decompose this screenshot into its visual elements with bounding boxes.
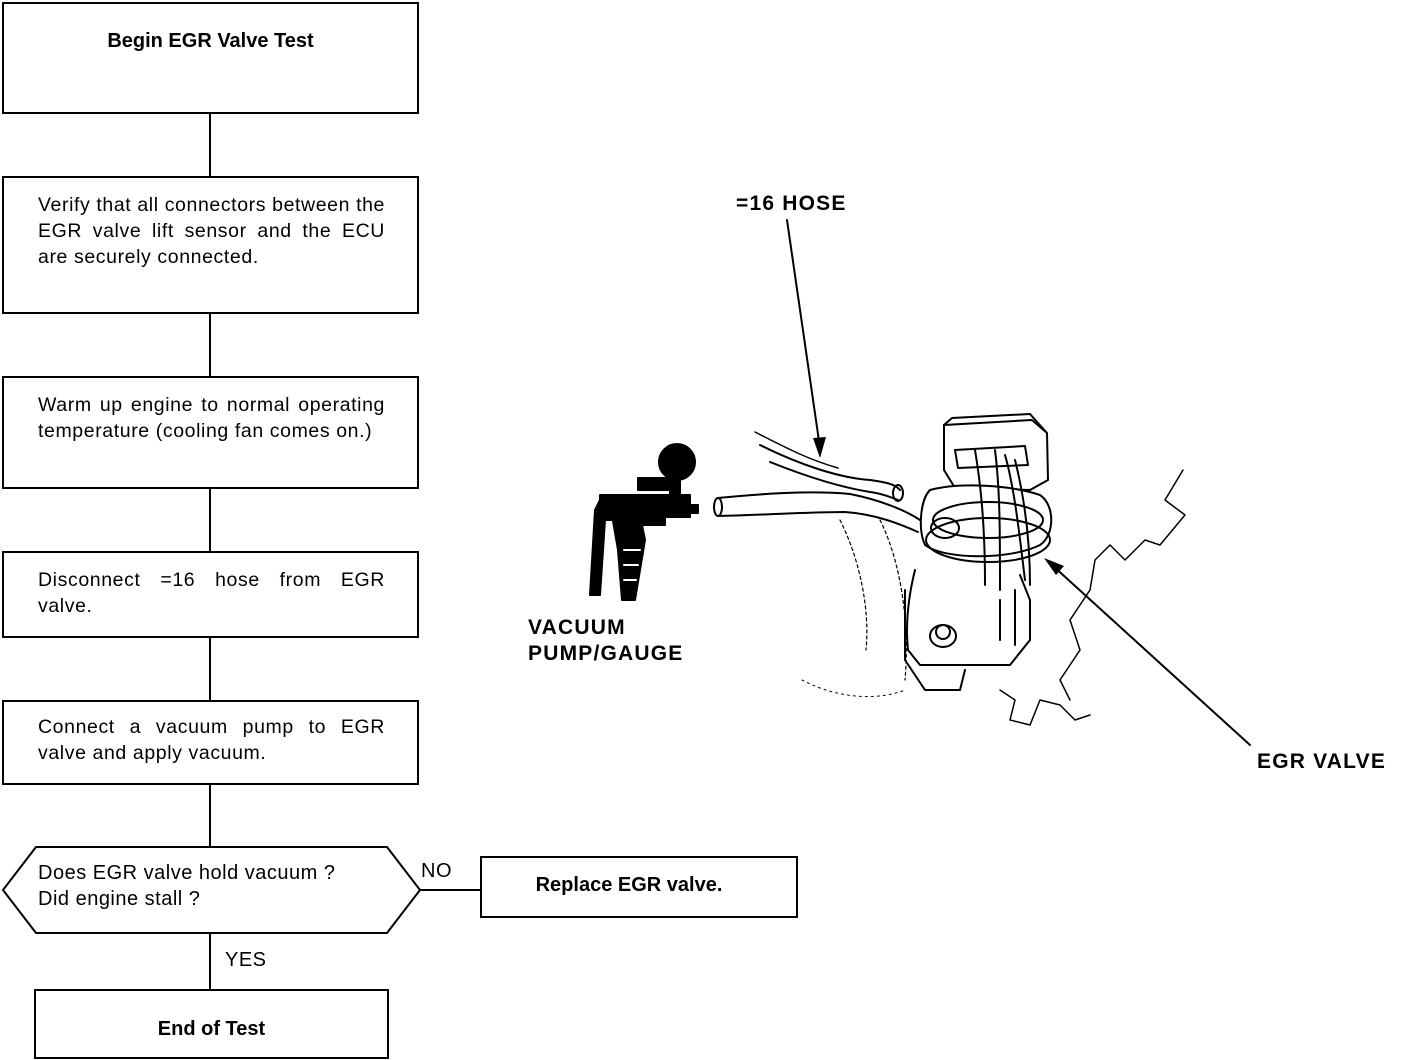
end-box: End of Test	[34, 989, 389, 1059]
step-connect-pump: Connect a vacuum pump to EGR valve and a…	[2, 700, 419, 785]
hose-end	[892, 484, 904, 502]
valve-callout-arrowhead	[1044, 558, 1064, 575]
connector-line	[209, 489, 211, 551]
step-disconnect-text: Disconnect =16 hose from EGR valve.	[38, 569, 385, 617]
start-label: Begin EGR Valve Test	[107, 30, 314, 52]
decision-line1: Does EGR valve hold vacuum ?	[38, 862, 336, 884]
hose-callout-arrowhead	[813, 437, 826, 458]
hose-16	[759, 444, 901, 491]
yes-label: YES	[225, 949, 267, 971]
start-box: Begin EGR Valve Test	[2, 2, 419, 114]
step-warm-up-text: Warm up engine to normal operating tempe…	[38, 394, 385, 442]
engine-outline	[879, 519, 907, 681]
pump-label-line2: PUMP/GAUGE	[528, 642, 684, 665]
pump-hose-end	[713, 497, 723, 517]
valve-callout-line	[1051, 564, 1251, 746]
connector-line	[209, 114, 211, 176]
connector-line	[209, 314, 211, 376]
step-verify-connectors: Verify that all connectors between the E…	[2, 176, 419, 314]
step-connect-text: Connect a vacuum pump to EGR valve and a…	[38, 716, 385, 764]
connector-line	[209, 785, 211, 847]
engine-outline	[801, 679, 906, 697]
replace-valve-label: Replace EGR valve.	[535, 874, 723, 896]
pump-hose	[717, 511, 919, 533]
hose-callout-line	[786, 219, 821, 449]
egr-valve	[904, 413, 1053, 691]
egr-valve-label: EGR VALVE	[1257, 750, 1387, 773]
engine-outline	[999, 689, 1091, 726]
connector-line	[209, 638, 211, 700]
decision-shape	[1, 846, 422, 934]
step-disconnect-hose: Disconnect =16 hose from EGR valve.	[2, 551, 419, 638]
pump-hose	[717, 491, 921, 521]
no-label: NO	[421, 860, 452, 882]
step-warm-up: Warm up engine to normal operating tempe…	[2, 376, 419, 489]
step-verify-text: Verify that all connectors between the E…	[38, 194, 385, 268]
engine-outline	[839, 519, 868, 651]
hose-label: =16 HOSE	[736, 192, 847, 215]
replace-valve-box: Replace EGR valve.	[480, 856, 798, 918]
decision-line2: Did engine stall ?	[38, 888, 201, 910]
pump-label-line1: VACUUM	[528, 616, 626, 639]
pump-grip-ridges	[623, 549, 641, 581]
end-label: End of Test	[157, 1018, 266, 1040]
hose-16	[769, 461, 899, 501]
engine-outline	[754, 431, 839, 469]
vacuum-pump-gauge	[589, 443, 699, 601]
engine-outline	[1059, 469, 1186, 701]
